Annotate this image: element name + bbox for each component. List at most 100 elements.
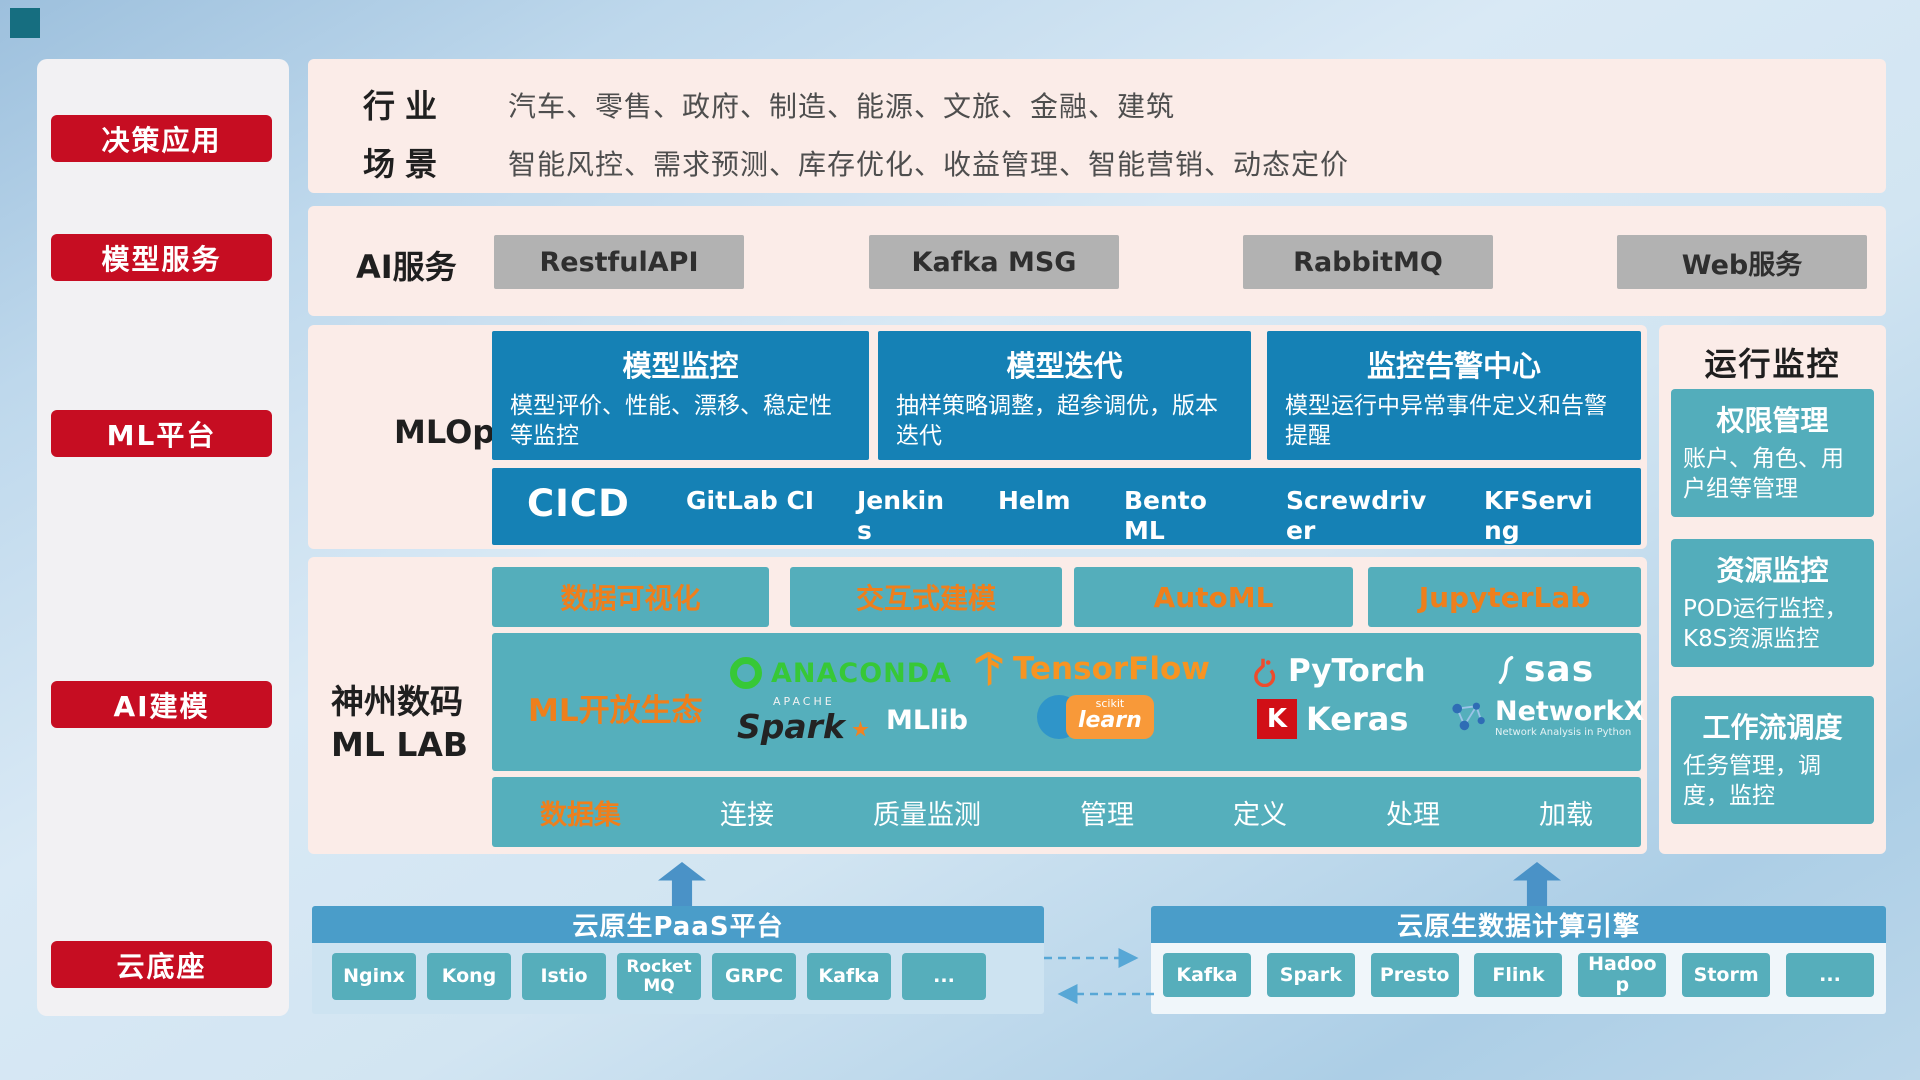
mllab-label: 神州数码 ML LAB bbox=[331, 681, 468, 767]
cicd-item-gitlab-ci: GitLab CI bbox=[686, 486, 815, 515]
networkx-text: NetworkX bbox=[1495, 696, 1645, 727]
cicd-item-helm: Helm bbox=[998, 486, 1071, 515]
more-chip: ... bbox=[902, 953, 986, 1000]
presto-chip: Presto bbox=[1370, 953, 1459, 997]
cicd-item-jenkins: Jenkins bbox=[857, 486, 945, 545]
mlops-band: MLOps 模型监控 模型评价、性能、漂移、稳定性等监控 模型迭代 抽样策略调整… bbox=[308, 325, 1647, 549]
card-desc: 账户、角色、用户组等管理 bbox=[1683, 446, 1844, 502]
spark-text: Spark bbox=[737, 707, 845, 746]
spark-mllib-logo: APACHE Spark MLlib bbox=[737, 695, 968, 746]
anaconda-icon bbox=[730, 657, 762, 689]
sidebar-item-cloud-base: 云底座 bbox=[51, 941, 272, 988]
anaconda-text: ANACONDA bbox=[771, 657, 953, 689]
cicd-bar: CICD GitLab CI Jenkins Helm BentoML Scre… bbox=[492, 468, 1641, 545]
automl-chip: AutoML bbox=[1074, 567, 1353, 627]
pytorch-logo: PyTorch bbox=[1247, 653, 1426, 689]
restful-api-chip: RestfulAPI bbox=[494, 235, 744, 289]
learn-text: learn bbox=[1078, 708, 1142, 734]
spark-chip: Spark bbox=[1266, 953, 1355, 997]
industry-label: 行业 bbox=[363, 87, 448, 125]
card-desc: 模型评价、性能、漂移、稳定性等监控 bbox=[510, 393, 832, 449]
pytorch-icon bbox=[1254, 658, 1276, 687]
tensorflow-logo: TensorFlow bbox=[974, 651, 1210, 687]
grpc-chip: GRPC bbox=[712, 953, 796, 1000]
rocketmq-chip: RocketMQ bbox=[617, 953, 701, 1000]
card-title: 模型迭代 bbox=[1006, 349, 1123, 383]
mllib-text: MLlib bbox=[885, 705, 968, 736]
anaconda-logo: ANACONDA bbox=[730, 657, 952, 689]
spark-apache-text: APACHE bbox=[773, 695, 835, 708]
sidebar-item-decision-apps: 决策应用 bbox=[51, 115, 272, 162]
networkx-subtitle: Network Analysis in Python bbox=[1495, 726, 1632, 738]
alert-center-card: 监控告警中心 模型运行中异常事件定义和告警提醒 bbox=[1267, 331, 1641, 460]
engine-title-bar: 云原生数据计算引擎 bbox=[1151, 906, 1886, 943]
dataset-label: 数据集 bbox=[540, 799, 621, 831]
card-title: 模型监控 bbox=[622, 349, 739, 383]
scikit-text: scikit bbox=[1095, 697, 1125, 711]
data-viz-chip: 数据可视化 bbox=[492, 567, 769, 627]
industry-scenario-band: 行业 汽车、零售、政府、制造、能源、文旅、金融、建筑 场景 智能风控、需求预测、… bbox=[308, 59, 1886, 193]
card-title: 监控告警中心 bbox=[1366, 349, 1541, 383]
mllab-label-line1: 神州数码 bbox=[331, 682, 463, 721]
paas-title-bar: 云原生PaaS平台 bbox=[312, 906, 1044, 943]
sidebar-item-ai-modeling: AI建模 bbox=[51, 681, 272, 728]
model-monitoring-card: 模型监控 模型评价、性能、漂移、稳定性等监控 bbox=[492, 331, 869, 460]
sas-icon bbox=[1498, 655, 1514, 684]
cicd-label: CICD bbox=[527, 482, 630, 525]
networkx-logo: NetworkX Network Analysis in Python bbox=[1450, 697, 1644, 738]
kafka-msg-chip: Kafka MSG bbox=[869, 235, 1119, 289]
up-arrow-icon bbox=[658, 862, 706, 906]
up-arrow-icon bbox=[1513, 862, 1561, 906]
jupyterlab-chip: JupyterLab bbox=[1368, 567, 1641, 627]
hadoop-chip: Hadoop bbox=[1578, 953, 1667, 997]
dataset-item-manage: 管理 bbox=[1080, 799, 1134, 831]
ml-ecosystem-box: ML开放生态 ANACONDA TensorFlow PyTorch bbox=[492, 633, 1644, 771]
keras-text: Keras bbox=[1306, 700, 1409, 738]
nginx-chip: Nginx bbox=[332, 953, 416, 1000]
kafka-chip: Kafka bbox=[1163, 953, 1251, 997]
networkx-icon bbox=[1452, 702, 1485, 731]
paas-buttons-row: Nginx Kong Istio RocketMQ GRPC Kafka ... bbox=[312, 943, 1044, 1000]
sas-logo: sas bbox=[1497, 649, 1594, 690]
card-desc: 任务管理，调度，监控 bbox=[1683, 753, 1821, 809]
cicd-item-bentoml: BentoML bbox=[1124, 486, 1207, 545]
ai-service-label: AI服务 bbox=[356, 248, 457, 286]
dashed-arrow-icon bbox=[1044, 948, 1154, 1004]
card-title: 权限管理 bbox=[1716, 404, 1829, 437]
cicd-item-kfserving: KFServing bbox=[1484, 486, 1593, 545]
runtime-monitoring-title: 运行监控 bbox=[1704, 345, 1841, 383]
resource-monitoring-card: 资源监控 POD运行监控，K8S资源监控 bbox=[1671, 539, 1874, 667]
industry-values: 汽车、零售、政府、制造、能源、文旅、金融、建筑 bbox=[508, 90, 1176, 123]
left-category-sidebar: 决策应用 模型服务 ML平台 AI建模 云底座 bbox=[37, 59, 289, 1016]
card-title: 工作流调度 bbox=[1702, 711, 1843, 744]
sidebar-item-model-service: 模型服务 bbox=[51, 234, 272, 281]
storm-chip: Storm bbox=[1682, 953, 1771, 997]
mllab-label-line2: ML LAB bbox=[331, 724, 469, 764]
tensorflow-icon bbox=[975, 652, 1003, 686]
networkx-textblock: NetworkX Network Analysis in Python bbox=[1495, 697, 1644, 738]
spark-wordmark: APACHE Spark bbox=[737, 695, 869, 746]
data-engine-panel: 云原生数据计算引擎 Kafka Spark Presto Flink Hadoo… bbox=[1151, 906, 1886, 1014]
dataset-item-load: 加载 bbox=[1539, 799, 1593, 831]
runtime-monitoring-panel: 运行监控 权限管理 账户、角色、用户组等管理 资源监控 POD运行监控，K8S资… bbox=[1659, 325, 1886, 854]
permission-management-card: 权限管理 账户、角色、用户组等管理 bbox=[1671, 389, 1874, 517]
kafka-chip: Kafka bbox=[807, 953, 891, 1000]
keras-icon: K bbox=[1257, 699, 1297, 739]
tensorflow-text: TensorFlow bbox=[1013, 651, 1210, 687]
engine-buttons-row: Kafka Spark Presto Flink Hadoop Storm ..… bbox=[1151, 943, 1886, 997]
ai-service-band: AI服务 RestfulAPI Kafka MSG RabbitMQ Web服务 bbox=[308, 206, 1886, 316]
cicd-item-screwdriver: Screwdriver bbox=[1286, 486, 1427, 545]
scenario-values: 智能风控、需求预测、库存优化、收益管理、智能营销、动态定价 bbox=[508, 148, 1350, 181]
model-iteration-card: 模型迭代 抽样策略调整，超参调优，版本迭代 bbox=[878, 331, 1251, 460]
scikit-learn-logo: scikit learn bbox=[1037, 695, 1154, 739]
keras-logo: K Keras bbox=[1257, 699, 1408, 739]
dataset-item-connect: 连接 bbox=[720, 799, 774, 831]
card-desc: 抽样策略调整，超参调优，版本迭代 bbox=[896, 393, 1218, 449]
pytorch-text: PyTorch bbox=[1288, 653, 1426, 689]
dataset-item-process: 处理 bbox=[1386, 799, 1440, 831]
flink-chip: Flink bbox=[1474, 953, 1563, 997]
spark-star-icon bbox=[852, 721, 869, 737]
istio-chip: Istio bbox=[522, 953, 606, 1000]
dataset-item-define: 定义 bbox=[1233, 799, 1287, 831]
corner-decoration bbox=[10, 8, 40, 38]
